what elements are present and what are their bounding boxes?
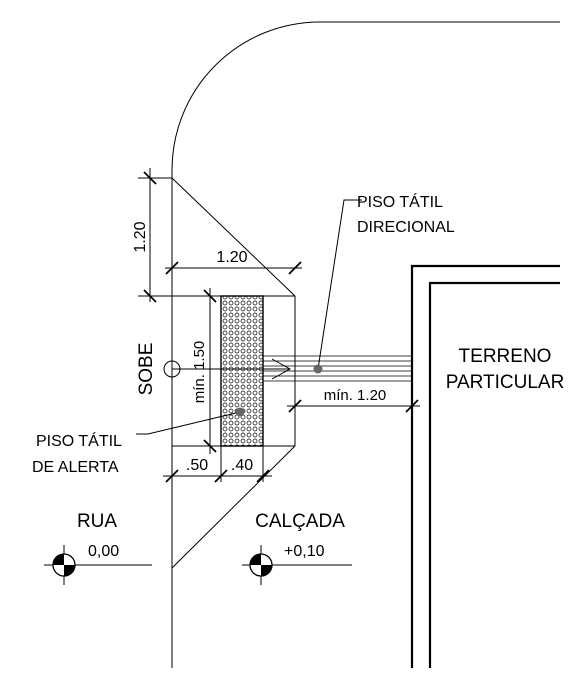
- level-marker-calcada: CALÇADA +0,10: [242, 511, 352, 585]
- direction-arrow: [163, 358, 292, 380]
- property-wall: [410, 264, 560, 668]
- terreno-label-line2: PARTICULAR: [446, 372, 565, 393]
- dim-ramp-width: 1.20: [165, 249, 302, 275]
- rua-level: 0,00: [88, 543, 119, 560]
- dim-bottom: .50 .40: [163, 446, 272, 483]
- dim-offset-label: .50: [186, 457, 208, 474]
- dim-path-min-width-label: mín. 1.20: [324, 387, 387, 404]
- calcada-level: +0,10: [284, 543, 325, 560]
- alert-tactile-tile: [220, 295, 264, 447]
- sobe-label: SOBE: [136, 343, 157, 396]
- directional-label-line1: PISO TÁTIL: [357, 192, 443, 211]
- dim-ramp-min-length: mín. 1.50: [191, 288, 217, 454]
- corner-curve: [171, 21, 560, 668]
- alert-label-line2: DE ALERTA: [32, 459, 119, 476]
- dim-ramp-width-label: 1.20: [216, 249, 247, 266]
- dim-ramp-length: 1.20: [132, 168, 172, 303]
- terreno-label-line1: TERRENO: [459, 346, 552, 367]
- level-marker-rua: RUA 0,00: [44, 511, 152, 585]
- dim-ramp-min-length-label: mín. 1.50: [191, 341, 208, 404]
- directional-tactile-lines: [263, 355, 412, 382]
- rua-label: RUA: [77, 511, 117, 532]
- directional-label-line2: DIRECIONAL: [357, 219, 455, 236]
- dim-ramp-length-label: 1.20: [132, 221, 149, 252]
- alert-label-line1: PISO TÁTIL: [36, 431, 122, 450]
- leader-directional: PISO TÁTIL DIRECIONAL: [313, 192, 455, 374]
- dim-path-min-width: mín. 1.20: [287, 387, 420, 413]
- dim-tile-label: .40: [231, 457, 253, 474]
- calcada-label: CALÇADA: [255, 511, 345, 532]
- leader-alert: PISO TÁTIL DE ALERTA: [32, 407, 245, 476]
